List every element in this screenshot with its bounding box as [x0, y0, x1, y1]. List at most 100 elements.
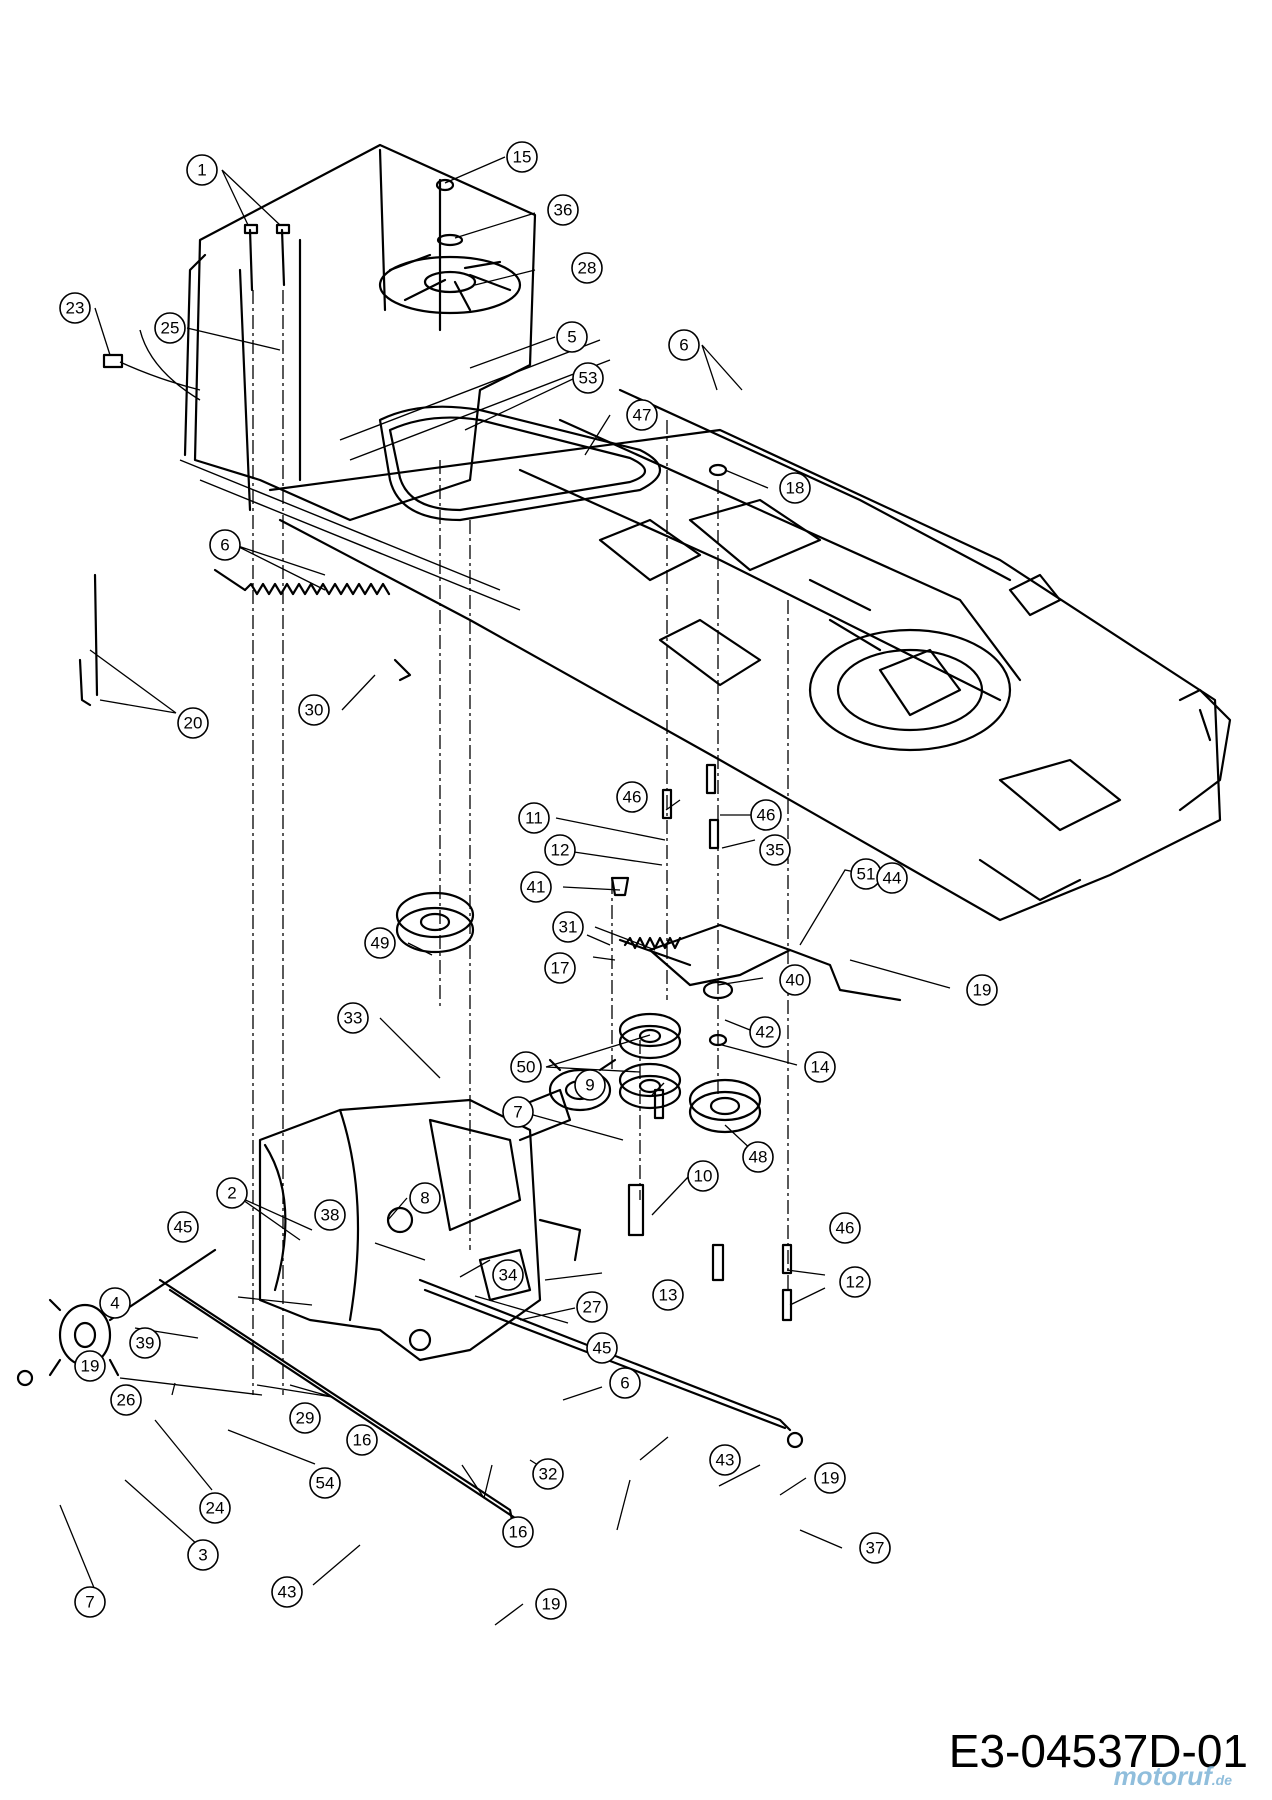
pulley-48: [688, 1078, 762, 1134]
svg-text:28: 28: [578, 259, 597, 278]
callout-8: 8: [409, 1182, 441, 1214]
svg-text:6: 6: [220, 536, 229, 555]
callout-20: 20: [177, 707, 209, 739]
transaxle: [258, 1058, 617, 1362]
chassis-frame: [179, 143, 1232, 922]
callout-30: 32: [532, 1458, 564, 1490]
svg-text:30: 30: [305, 701, 324, 720]
callout-31: 33: [337, 1002, 369, 1034]
pulley-49: [395, 891, 475, 954]
callout-28: 30: [298, 694, 330, 726]
callout-3: 1: [186, 154, 218, 186]
callout-22: 24: [199, 1492, 231, 1524]
svg-text:1: 1: [197, 161, 206, 180]
svg-text:35: 35: [766, 841, 785, 860]
svg-text:41: 41: [527, 878, 546, 897]
svg-text:49: 49: [371, 934, 390, 953]
callout-9: 9: [574, 1069, 606, 1101]
svg-text:7: 7: [513, 1103, 522, 1122]
svg-text:11: 11: [525, 809, 543, 828]
callouts: 1 15 36 28 5 53 47 6 18 23 25 6 20 30 46…: [59, 141, 998, 1626]
callout-5: 5: [556, 321, 588, 353]
svg-text:32: 32: [539, 1465, 558, 1484]
svg-text:6: 6: [620, 1374, 629, 1393]
callout-27: 29: [289, 1402, 321, 1434]
svg-text:14: 14: [811, 1058, 830, 1077]
svg-text:40: 40: [786, 971, 805, 990]
callout-7-a: 7: [502, 1096, 534, 1128]
svg-text:45: 45: [174, 1218, 193, 1237]
callout-35: 37: [859, 1532, 891, 1564]
svg-text:46: 46: [623, 788, 642, 807]
callout-42: 44: [876, 862, 908, 894]
linkage-rod: [418, 1278, 804, 1449]
svg-text:19: 19: [973, 981, 992, 1000]
svg-text:51: 51: [857, 865, 876, 884]
callout-19-r: 19: [966, 974, 998, 1006]
svg-text:53: 53: [579, 369, 598, 388]
callout-16-a: 16: [346, 1424, 378, 1456]
assembly-lines: [252, 290, 789, 1395]
callout-19-b: 19: [535, 1588, 567, 1620]
callout-26: 28: [571, 252, 603, 284]
drawing-code-label: E3-04537D-01: [948, 1725, 1248, 1777]
svg-text:45: 45: [593, 1339, 612, 1358]
rod: [78, 573, 99, 707]
svg-text:39: 39: [136, 1334, 155, 1353]
callout-17: 17: [544, 952, 576, 984]
callout-41: 43: [709, 1444, 741, 1476]
callout-19-l: 19: [74, 1350, 106, 1382]
callout-48: 48: [742, 1141, 774, 1173]
callout-39: 41: [520, 871, 552, 903]
callout-23: 25: [154, 312, 186, 344]
svg-text:34: 34: [499, 1266, 518, 1285]
svg-text:19: 19: [81, 1357, 100, 1376]
svg-text:48: 48: [749, 1148, 768, 1167]
callout-46-a: 46: [616, 781, 648, 813]
cable: [102, 329, 201, 401]
callout-13: 13: [652, 1279, 684, 1311]
callout-6-mid: 6: [209, 529, 241, 561]
svg-text:8: 8: [420, 1189, 429, 1208]
callout-16-b: 16: [502, 1516, 534, 1548]
svg-text:23: 23: [66, 299, 85, 318]
svg-text:5: 5: [567, 328, 576, 347]
callout-6-low: 6: [609, 1367, 641, 1399]
callout-25: 27: [576, 1291, 608, 1323]
callout-51: 51: [850, 858, 882, 890]
svg-text:47: 47: [633, 406, 652, 425]
callout-2: 3: [187, 1539, 219, 1571]
svg-text:44: 44: [883, 869, 902, 888]
pulley-50: [618, 1012, 682, 1110]
svg-text:10: 10: [694, 1167, 713, 1186]
callout-10: 10: [687, 1160, 719, 1192]
callout-34: 36: [547, 194, 579, 226]
callout-45: 45: [586, 1332, 618, 1364]
svg-text:2: 2: [227, 1184, 236, 1203]
svg-text:18: 18: [786, 479, 805, 498]
callout-37: 39: [129, 1327, 161, 1359]
drive-belt: [378, 405, 661, 522]
svg-text:16: 16: [353, 1431, 372, 1450]
callout-24: 26: [110, 1384, 142, 1416]
callout-21: 23: [59, 292, 91, 324]
svg-text:29: 29: [296, 1409, 315, 1428]
svg-text:54: 54: [316, 1474, 335, 1493]
callout-50: 50: [510, 1051, 542, 1083]
callout-1: 2: [216, 1177, 248, 1209]
svg-text:27: 27: [583, 1298, 602, 1317]
callout-33: 35: [759, 834, 791, 866]
svg-text:12: 12: [551, 841, 570, 860]
callout-12-b: 12: [839, 1266, 871, 1298]
svg-text:31: 31: [559, 918, 578, 937]
callout-18: 18: [779, 472, 811, 504]
callout-43: 43: [271, 1576, 303, 1608]
callout-40: 42: [749, 1016, 781, 1048]
svg-text:26: 26: [117, 1391, 136, 1410]
callout-6-top: 6: [668, 329, 700, 361]
svg-text:7: 7: [85, 1593, 94, 1612]
watermark-logo: motoruf.de: [1113, 1761, 1232, 1791]
svg-text:6: 6: [679, 336, 688, 355]
callout-49: 49: [364, 927, 396, 959]
